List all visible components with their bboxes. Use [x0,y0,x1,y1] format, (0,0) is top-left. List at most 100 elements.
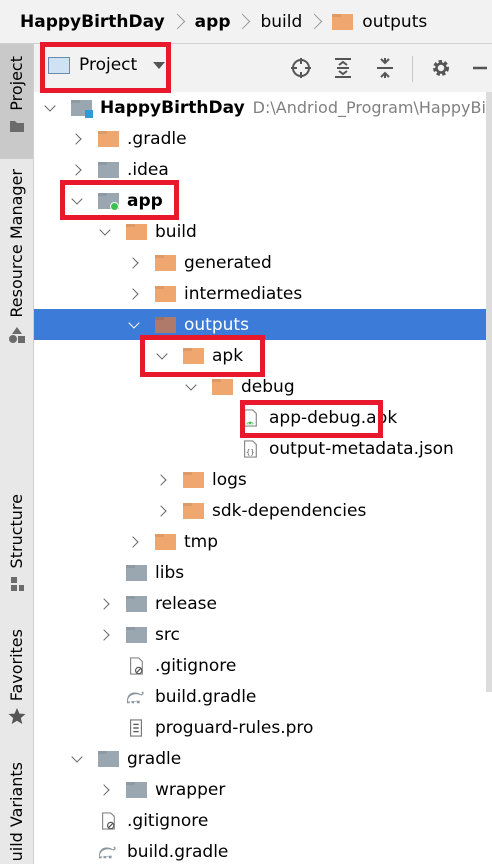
folder-icon [125,595,147,613]
svg-text:{}: {} [246,447,255,456]
apk-file-icon [244,408,257,427]
tree-row-release[interactable]: release [34,588,492,619]
chevron-right-icon[interactable] [126,534,142,550]
folder-icon [154,533,176,551]
tree-row-intermediates[interactable]: intermediates [34,278,492,309]
json-file-icon: {} [244,439,257,458]
chevron-right-icon[interactable] [97,782,113,798]
tree-row-root-gitignore[interactable]: .gitignore [34,805,492,836]
breadcrumb-item-build[interactable]: build [260,12,302,32]
tree-row-proguard-rules[interactable]: proguard-rules.pro [34,712,492,743]
folder-icon [125,626,147,644]
tree-row-output-metadata-json[interactable]: {} output-metadata.json [34,433,492,464]
toolbar-divider [412,56,413,82]
tree-row-label: tmp [184,531,219,552]
chevron-right-icon[interactable] [154,503,170,519]
tree-row-label: output-metadata.json [269,438,454,459]
gitignore-file-icon [102,811,115,830]
tree-row-debug[interactable]: debug [34,371,492,402]
shapes-icon [8,326,25,343]
breadcrumb-label: app [194,11,231,32]
chevron-right-icon[interactable] [69,131,85,147]
tree-row-label: app-debug.apk [269,407,398,428]
star-icon [8,708,25,725]
tree-row-label: HappyBirthDay [100,97,245,118]
tree-row-gradle[interactable]: gradle [34,743,492,774]
tree-row-app[interactable]: app [34,185,492,216]
sidebar-tab-build-variants[interactable]: uild Variants [0,762,33,864]
project-view-icon [48,56,70,74]
tree-row-label: proguard-rules.pro [155,717,314,738]
tree-row-apk[interactable]: apk [34,340,492,371]
tree-row-gradle-dir[interactable]: .gradle [34,123,492,154]
chevron-right-icon[interactable] [126,255,142,271]
tree-scrollbar[interactable] [486,92,492,692]
chevron-right-icon [307,13,323,30]
tool-window-sidebar: Project Resource Manager Structure Favor… [0,44,34,864]
folder-icon [182,347,204,365]
gradle-elephant-icon [99,846,116,858]
sidebar-tab-structure[interactable]: Structure [0,494,33,604]
chevron-down-icon[interactable] [183,379,199,395]
locate-target-icon[interactable] [290,57,312,79]
tree-row-wrapper[interactable]: wrapper [34,774,492,805]
tree-row-build[interactable]: build [34,216,492,247]
tree-row-idea[interactable]: .idea [34,154,492,185]
tree-row-tmp[interactable]: tmp [34,526,492,557]
tree-row-label: .idea [127,159,169,180]
tree-row-libs[interactable]: libs [34,557,492,588]
tree-row-sdk-dependencies[interactable]: sdk-dependencies [34,495,492,526]
tree-row-app-debug-apk[interactable]: app-debug.apk [34,402,492,433]
tree-row-happybirthday[interactable]: HappyBirthDay D:\Andriod_Program\HappyBi… [34,92,492,123]
chevron-right-icon[interactable] [154,472,170,488]
gear-icon[interactable] [430,57,452,79]
view-mode-dropdown[interactable]: Project [48,55,166,75]
breadcrumb-item-outputs[interactable]: outputs [332,12,427,32]
breadcrumb: HappyBirthDay app build outputs [0,0,492,44]
chevron-down-icon[interactable] [69,193,85,209]
tree-row-label: src [155,624,180,645]
chevron-right-icon[interactable] [97,596,113,612]
gitignore-file-icon [130,656,143,675]
sidebar-tab-resource-manager[interactable]: Resource Manager [0,169,33,359]
folder-icon [182,471,204,489]
tree-row-root-build-gradle[interactable]: build.gradle [34,836,492,864]
chevron-down-icon[interactable] [154,348,170,364]
tree-row-label: release [155,593,217,614]
chevron-down-icon[interactable] [97,224,113,240]
folder-icon [182,502,204,520]
tree-row-label: build.gradle [127,841,229,862]
breadcrumb-label: build [260,11,303,32]
tree-row-label: app [127,190,163,211]
chevron-right-icon[interactable] [97,627,113,643]
sidebar-tab-favorites[interactable]: Favorites [0,629,33,734]
minimize-icon[interactable] [470,57,490,79]
tree-row-outputs[interactable]: outputs [34,309,492,340]
folder-icon [211,378,233,396]
chevron-right-icon [235,13,251,30]
tree-row-app-gitignore[interactable]: .gitignore [34,650,492,681]
expand-all-icon[interactable] [332,57,354,79]
chevron-down-icon[interactable] [126,317,142,333]
collapse-all-icon[interactable] [374,57,396,79]
tree-row-logs[interactable]: logs [34,464,492,495]
chevron-down-icon [153,61,166,69]
chevron-right-icon[interactable] [69,162,85,178]
breadcrumb-item-project[interactable]: HappyBirthDay [0,12,165,32]
module-folder-icon [70,99,93,118]
chevron-right-icon[interactable] [126,286,142,302]
tree-row-label: libs [155,562,185,583]
tree-row-label: gradle [127,748,182,769]
folder-icon [332,13,354,30]
breadcrumb-item-app[interactable]: app [195,12,231,32]
folder-icon [125,223,147,241]
sidebar-tab-label: Structure [7,494,26,569]
folder-icon [97,161,119,179]
chevron-down-icon[interactable] [69,751,85,767]
tree-row-label: .gitignore [155,655,237,676]
chevron-down-icon[interactable] [42,100,58,116]
tree-row-app-build-gradle[interactable]: build.gradle [34,681,492,712]
tree-row-generated[interactable]: generated [34,247,492,278]
tree-row-src[interactable]: src [34,619,492,650]
sidebar-tab-project[interactable]: Project [0,44,33,159]
